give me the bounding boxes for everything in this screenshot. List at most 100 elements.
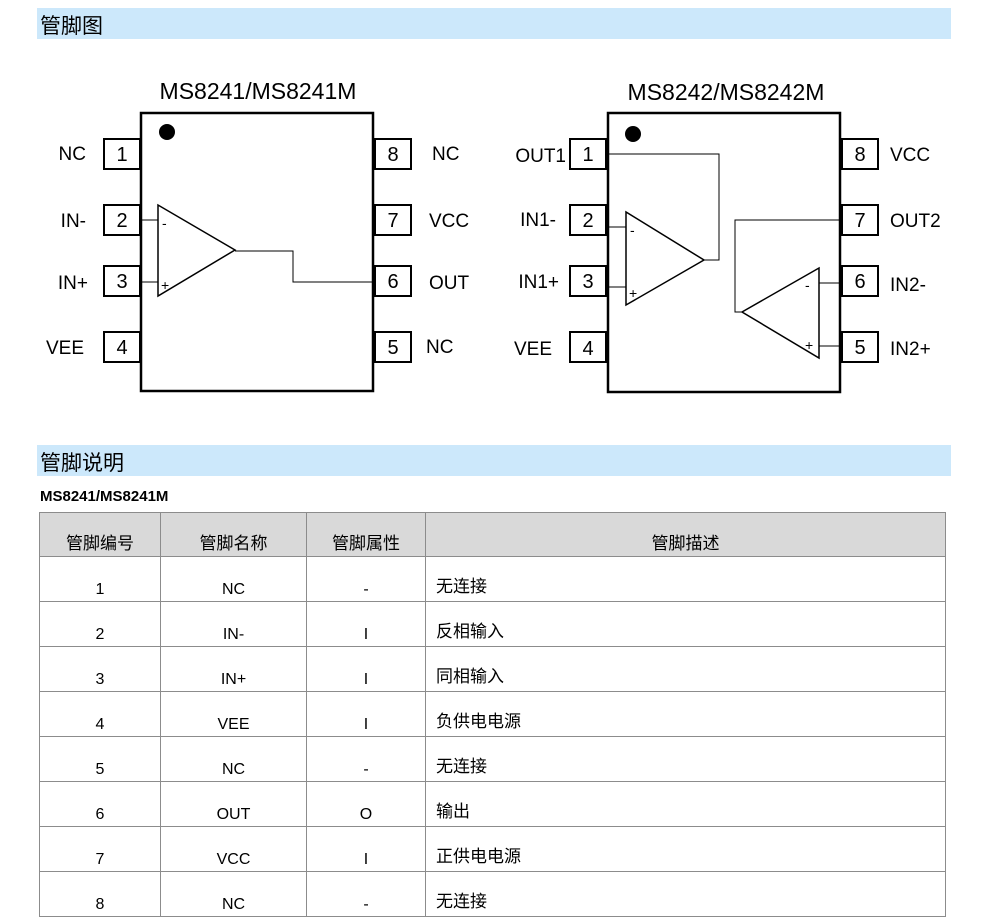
pinout-section-header: 管脚图 (37, 8, 951, 39)
cell-pin-description: 同相输入 (425, 646, 946, 692)
chip1-pin5-num: 5 (387, 337, 398, 359)
chip1-title: MS8241/MS8241M (160, 78, 357, 104)
chip2-pin5-box (841, 331, 879, 363)
chip2-wire-out1 (608, 153, 720, 261)
cell-pin-number: 8 (39, 871, 161, 917)
chip1-opamp-symbol (157, 203, 237, 298)
cell-pin-attribute: - (306, 871, 426, 917)
chip1-diagram: MS8241/MS8241M 1 2 3 4 NC IN- IN+ VEE 8 … (46, 78, 470, 393)
chip2-opamp-a-plus: + (629, 285, 637, 301)
chip2-pin1-dot (625, 126, 641, 142)
chip2-pin5-num: 5 (854, 337, 865, 359)
chip1-pin4-box (103, 331, 141, 363)
cell-pin-number: 3 (39, 646, 161, 692)
chip1-pin6-num: 6 (387, 271, 398, 293)
chip2-pin2-num: 2 (582, 210, 593, 232)
table-row: 4 VEE I 负供电电源 (39, 691, 946, 737)
chip1-pin1-label: NC (59, 144, 86, 165)
table-row: 8 NC - 无连接 (39, 871, 946, 917)
cell-pin-number: 5 (39, 736, 161, 782)
chip2-wire-out2 (734, 219, 840, 313)
cell-pin-number: 2 (39, 601, 161, 647)
chip2-pin6-box (841, 265, 879, 297)
chip2-pin8-num: 8 (854, 144, 865, 166)
chip2-pin3-num: 3 (582, 271, 593, 293)
chip2-pin2-box (569, 204, 607, 236)
cell-pin-attribute: - (306, 736, 426, 782)
cell-pin-attribute: I (306, 601, 426, 647)
chip1-pin1-num: 1 (116, 144, 127, 166)
cell-pin-name: VEE (160, 691, 307, 737)
chip1-pin5-box (374, 331, 412, 363)
chip1-pin5-label: NC (426, 337, 453, 358)
table-row: 2 IN- I 反相输入 (39, 601, 946, 647)
cell-pin-attribute: - (306, 556, 426, 602)
chip1-pin6-box (374, 265, 412, 297)
cell-pin-attribute: I (306, 826, 426, 872)
chip1-pin2-label: IN- (61, 211, 86, 232)
cell-pin-name: NC (160, 871, 307, 917)
pin-description-table: 管脚编号 管脚名称 管脚属性 管脚描述 1 NC - 无连接 2 IN- I 反… (39, 512, 946, 917)
chip1-pin8-label: NC (432, 144, 459, 165)
chip1-body (139, 111, 375, 393)
header-pin-attribute: 管脚属性 (306, 512, 426, 557)
chip1-pin7-num: 7 (387, 210, 398, 232)
chip2-opamp-b-symbol (740, 266, 820, 360)
table-row: 5 NC - 无连接 (39, 736, 946, 782)
cell-pin-name: NC (160, 556, 307, 602)
cell-pin-number: 4 (39, 691, 161, 737)
chip1-pin3-label: IN+ (58, 273, 88, 294)
cell-pin-description: 无连接 (425, 736, 946, 782)
chip1-pin8-num: 8 (387, 144, 398, 166)
chip2-pin2-label: IN1- (520, 210, 556, 231)
chip2-pin1-box (569, 138, 607, 170)
cell-pin-attribute: O (306, 781, 426, 827)
chip2-pin7-num: 7 (854, 210, 865, 232)
chip1-wire-out (235, 250, 373, 283)
cell-pin-name: IN+ (160, 646, 307, 692)
pinout-diagram: MS8241/MS8241M 1 2 3 4 NC IN- IN+ VEE 8 … (46, 78, 941, 394)
description-section-title: 管脚说明 (40, 451, 124, 475)
chip1-pin4-label: VEE (46, 338, 84, 359)
chip2-pin3-box (569, 265, 607, 297)
description-section-header: 管脚说明 (37, 445, 951, 476)
cell-pin-description: 正供电电源 (425, 826, 946, 872)
cell-pin-name: IN- (160, 601, 307, 647)
cell-pin-description: 输出 (425, 781, 946, 827)
cell-pin-name: OUT (160, 781, 307, 827)
chip2-pin1-num: 1 (582, 144, 593, 166)
table-row: 6 OUT O 输出 (39, 781, 946, 827)
pinout-section-title: 管脚图 (40, 14, 103, 38)
chip2-pin4-num: 4 (582, 338, 593, 360)
table-row: 7 VCC I 正供电电源 (39, 826, 946, 872)
header-pin-name: 管脚名称 (160, 512, 307, 557)
chip1-pin7-label: VCC (429, 211, 469, 232)
cell-pin-description: 无连接 (425, 871, 946, 917)
cell-pin-number: 6 (39, 781, 161, 827)
chip2-pin4-label: VEE (514, 339, 552, 360)
chip2-body (606, 111, 842, 394)
cell-pin-number: 7 (39, 826, 161, 872)
cell-pin-number: 1 (39, 556, 161, 602)
chip1-pin1-box (103, 138, 141, 170)
chip2-opamp-a-minus: - (630, 222, 635, 238)
header-pin-number: 管脚编号 (39, 512, 161, 557)
chip2-pin3-label: IN1+ (518, 272, 559, 293)
chip1-pin3-num: 3 (116, 271, 127, 293)
chip1-pin7-box (374, 204, 412, 236)
chip2-pin6-label: IN2- (890, 275, 926, 296)
chip2-pin6-num: 6 (854, 271, 865, 293)
chip1-pin4-num: 4 (116, 337, 127, 359)
chip2-pin8-box (841, 138, 879, 170)
table-header-row: 管脚编号 管脚名称 管脚属性 管脚描述 (39, 512, 946, 557)
cell-pin-attribute: I (306, 691, 426, 737)
header-pin-description: 管脚描述 (425, 512, 946, 557)
chip2-opamp-a-symbol (625, 210, 706, 307)
cell-pin-description: 反相输入 (425, 601, 946, 647)
table-subtitle: MS8241/MS8241M (40, 488, 169, 505)
chip2-pin8-label: VCC (890, 145, 930, 166)
chip2-diagram: MS8242/MS8242M 1 2 3 4 OUT1 IN1- IN1+ VE… (514, 79, 941, 394)
chip1-pin2-num: 2 (116, 210, 127, 232)
chip2-title: MS8242/MS8242M (628, 79, 825, 105)
chip2-pin7-box (841, 204, 879, 236)
